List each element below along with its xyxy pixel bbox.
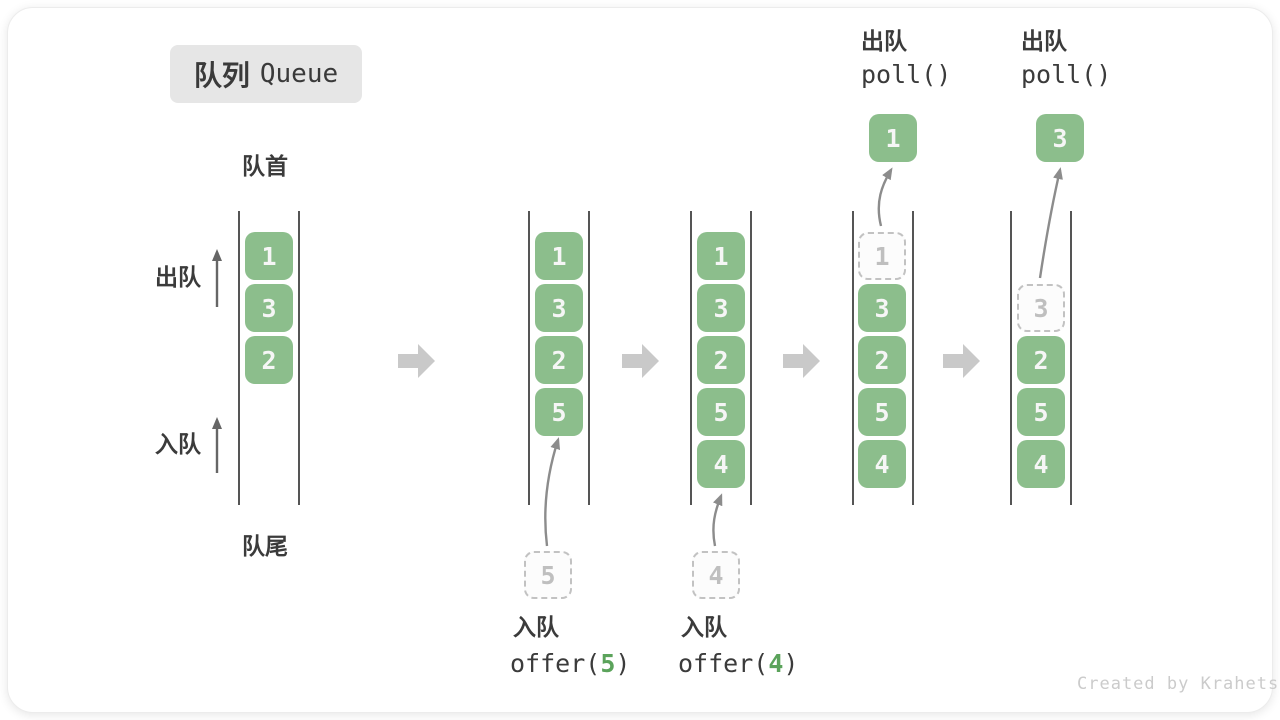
- queue-item-box: 4: [697, 440, 745, 488]
- offered-item-box-dashed: 4: [692, 551, 740, 599]
- queue-item-box: 1: [697, 232, 745, 280]
- title-box: 队列 Queue: [170, 45, 362, 103]
- queue-item-box: 2: [1017, 336, 1065, 384]
- label-dequeue: 出队: [155, 265, 201, 291]
- queue-channel-line: [1070, 211, 1072, 505]
- code-text: ): [615, 649, 631, 678]
- diagram-card: [7, 7, 1273, 713]
- queue-channel-line: [588, 211, 590, 505]
- label-queue-front: 队首: [242, 154, 288, 180]
- watermark: Created by Krahets: [1077, 674, 1280, 694]
- queue-item-box: 5: [697, 388, 745, 436]
- queue-item-box: 2: [245, 336, 293, 384]
- polled-item-box: 3: [1036, 114, 1084, 162]
- code-text: ): [783, 649, 799, 678]
- code-text: poll(): [861, 60, 952, 89]
- queue-item-box: 3: [245, 284, 293, 332]
- label-enqueue: 入队: [155, 432, 201, 458]
- queue-channel-line: [528, 211, 530, 505]
- code-argument: 4: [768, 649, 784, 678]
- queue-item-box: 1: [535, 232, 583, 280]
- label-queue-rear: 队尾: [242, 534, 288, 560]
- queue-channel-line: [690, 211, 692, 505]
- queue-item-box: 2: [697, 336, 745, 384]
- operation-code-label: offer(4): [678, 651, 798, 676]
- operation-label-enqueue: 入队: [681, 615, 727, 641]
- title-en: Queue: [259, 59, 339, 89]
- queue-item-box-dashed: 1: [858, 232, 906, 280]
- operation-code-label: offer(5): [510, 651, 630, 676]
- polled-item-box: 1: [869, 114, 917, 162]
- code-text: offer(: [678, 649, 769, 678]
- offered-item-box-dashed: 5: [524, 551, 572, 599]
- queue-item-box-dashed: 3: [1017, 284, 1065, 332]
- operation-label-dequeue: 出队: [1021, 29, 1067, 55]
- queue-item-box: 5: [1017, 388, 1065, 436]
- queue-item-box: 4: [858, 440, 906, 488]
- queue-item-box: 5: [858, 388, 906, 436]
- queue-item-box: 3: [697, 284, 745, 332]
- queue-channel-line: [852, 211, 854, 505]
- queue-channel-line: [1010, 211, 1012, 505]
- queue-item-box: 4: [1017, 440, 1065, 488]
- queue-channel-line: [750, 211, 752, 505]
- queue-channel-line: [298, 211, 300, 505]
- queue-item-box: 3: [535, 284, 583, 332]
- code-argument: 5: [600, 649, 616, 678]
- queue-item-box: 1: [245, 232, 293, 280]
- queue-item-box: 3: [858, 284, 906, 332]
- queue-item-box: 2: [858, 336, 906, 384]
- queue-item-box: 2: [535, 336, 583, 384]
- queue-item-box: 5: [535, 388, 583, 436]
- operation-label-dequeue: 出队: [861, 29, 907, 55]
- queue-channel-line: [238, 211, 240, 505]
- operation-code-label: poll(): [861, 62, 951, 87]
- operation-label-enqueue: 入队: [513, 615, 559, 641]
- code-text: offer(: [510, 649, 601, 678]
- operation-code-label: poll(): [1021, 62, 1111, 87]
- code-text: poll(): [1021, 60, 1112, 89]
- title-zh: 队列: [193, 59, 250, 92]
- queue-channel-line: [912, 211, 914, 505]
